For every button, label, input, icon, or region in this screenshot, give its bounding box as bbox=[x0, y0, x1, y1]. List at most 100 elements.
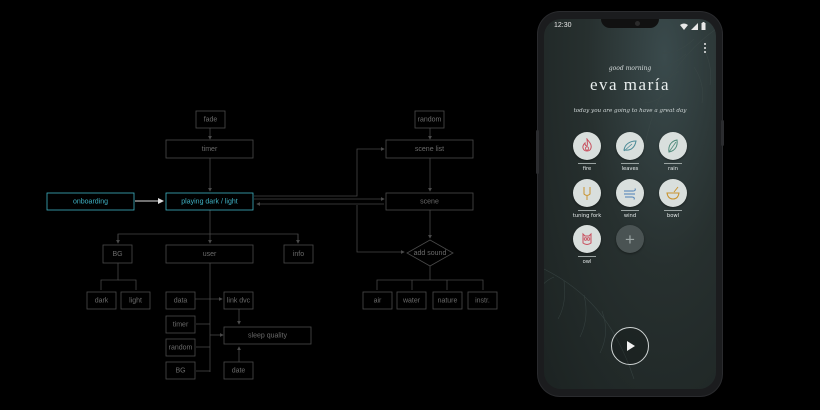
sound-rain-button[interactable] bbox=[659, 132, 687, 160]
node-user bbox=[165, 244, 254, 264]
node-instr bbox=[467, 291, 498, 310]
background-fronds bbox=[544, 28, 716, 380]
plus-icon: + bbox=[625, 229, 635, 249]
node-add-sound bbox=[406, 239, 454, 267]
battery-icon bbox=[701, 22, 706, 30]
sound-owl-button[interactable] bbox=[573, 225, 601, 253]
label-nature: nature bbox=[438, 297, 458, 304]
label-playing: playing dark / light bbox=[181, 198, 237, 205]
status-time: 12:30 bbox=[554, 22, 572, 29]
node-bg bbox=[102, 244, 133, 264]
sound-label: leaves bbox=[621, 166, 639, 172]
front-camera bbox=[635, 21, 640, 26]
sound-divider bbox=[621, 210, 639, 211]
sound-divider bbox=[664, 210, 682, 211]
node-playing bbox=[165, 192, 254, 211]
sound-divider bbox=[578, 210, 596, 211]
sound-tile-fire[interactable]: fire bbox=[570, 132, 604, 172]
label-user: user bbox=[203, 251, 217, 258]
play-button[interactable] bbox=[611, 327, 649, 365]
rain-leaf-icon bbox=[668, 139, 678, 153]
tagline-text: today you are going to have a great day bbox=[573, 108, 687, 114]
node-sleep-quality bbox=[223, 326, 312, 345]
node-random-top bbox=[414, 110, 445, 129]
node-scene-list bbox=[385, 139, 474, 159]
play-icon bbox=[627, 341, 635, 351]
greeting-text: good morning bbox=[608, 65, 652, 72]
label-info: info bbox=[293, 251, 304, 258]
sound-wind-button[interactable] bbox=[616, 179, 644, 207]
node-onboarding bbox=[46, 192, 135, 211]
label-water: water bbox=[402, 297, 421, 304]
node-data bbox=[165, 291, 196, 310]
node-timer2 bbox=[165, 315, 196, 334]
node-water bbox=[396, 291, 427, 310]
leaf-icon bbox=[623, 140, 637, 152]
sound-label: rain bbox=[667, 166, 679, 172]
label-onboarding: onboarding bbox=[73, 198, 108, 205]
phone-screen: 12:30 good morning eva maría today you a… bbox=[544, 19, 716, 389]
sound-tile-tuning-fork[interactable]: tuning fork bbox=[570, 179, 604, 219]
owl-icon bbox=[582, 232, 592, 245]
label-light: light bbox=[129, 297, 142, 304]
flame-icon bbox=[582, 138, 592, 152]
node-date bbox=[223, 361, 254, 380]
node-dark bbox=[86, 291, 117, 310]
add-sound-button[interactable]: + bbox=[616, 225, 644, 253]
node-link-dvc bbox=[223, 291, 254, 310]
sound-label: wind bbox=[623, 213, 637, 219]
label-sleep-quality: sleep quality bbox=[248, 332, 287, 339]
label-random-top: random bbox=[418, 116, 442, 123]
sound-fire-button[interactable] bbox=[573, 132, 601, 160]
sound-tile-rain[interactable]: rain bbox=[656, 132, 690, 172]
flow-diagram: fade timer onboarding playing dark / lig… bbox=[46, 110, 498, 380]
sound-tuning-fork-button[interactable] bbox=[573, 179, 601, 207]
node-bg2 bbox=[165, 361, 196, 380]
sound-bowl-button[interactable] bbox=[659, 179, 687, 207]
sound-tile-owl[interactable]: owl bbox=[570, 225, 604, 265]
sound-tile-leaves[interactable]: leaves bbox=[613, 132, 647, 172]
node-nature bbox=[432, 291, 463, 310]
node-scene bbox=[385, 192, 474, 211]
label-link-dvc: link dvc bbox=[227, 297, 251, 304]
label-date: date bbox=[232, 367, 246, 374]
sound-divider bbox=[578, 163, 596, 164]
label-timer: timer bbox=[202, 146, 218, 153]
phone-mockup: 12:30 good morning eva maría today you a… bbox=[536, 12, 724, 396]
label-scene-list: scene list bbox=[415, 146, 444, 153]
singing-bowl-icon bbox=[666, 186, 680, 200]
sound-label: fire bbox=[582, 166, 592, 172]
wifi-icon bbox=[680, 23, 688, 30]
tuning-fork-icon bbox=[583, 187, 591, 200]
label-fade: fade bbox=[204, 116, 218, 123]
sound-divider bbox=[664, 163, 682, 164]
label-bg2: BG bbox=[175, 367, 185, 374]
node-fade bbox=[195, 110, 226, 129]
sound-tile-bowl[interactable]: bowl bbox=[656, 179, 690, 219]
signal-icon bbox=[691, 22, 698, 30]
node-air bbox=[362, 291, 393, 310]
wind-icon bbox=[624, 188, 636, 200]
status-icons bbox=[680, 22, 706, 30]
sound-label: owl bbox=[582, 259, 592, 265]
node-random2 bbox=[165, 338, 196, 357]
label-timer2: timer bbox=[173, 321, 189, 328]
status-bar: 12:30 bbox=[554, 21, 706, 33]
sound-divider bbox=[621, 163, 639, 164]
label-instr: instr. bbox=[475, 297, 490, 304]
more-options-icon[interactable] bbox=[702, 43, 708, 53]
label-add-sound: add sound bbox=[414, 250, 447, 257]
phone-volume-button bbox=[536, 130, 539, 174]
sound-label: bowl bbox=[666, 213, 680, 219]
label-air: air bbox=[374, 297, 382, 304]
label-dark: dark bbox=[95, 297, 109, 304]
sound-tile-wind[interactable]: wind bbox=[613, 179, 647, 219]
sound-label: tuning fork bbox=[572, 213, 602, 219]
node-light bbox=[120, 291, 151, 310]
node-info bbox=[283, 244, 314, 264]
add-sound-tile[interactable]: + bbox=[613, 225, 647, 253]
sound-divider bbox=[578, 256, 596, 257]
label-bg: BG bbox=[112, 251, 122, 258]
label-data: data bbox=[174, 297, 188, 304]
sound-leaves-button[interactable] bbox=[616, 132, 644, 160]
